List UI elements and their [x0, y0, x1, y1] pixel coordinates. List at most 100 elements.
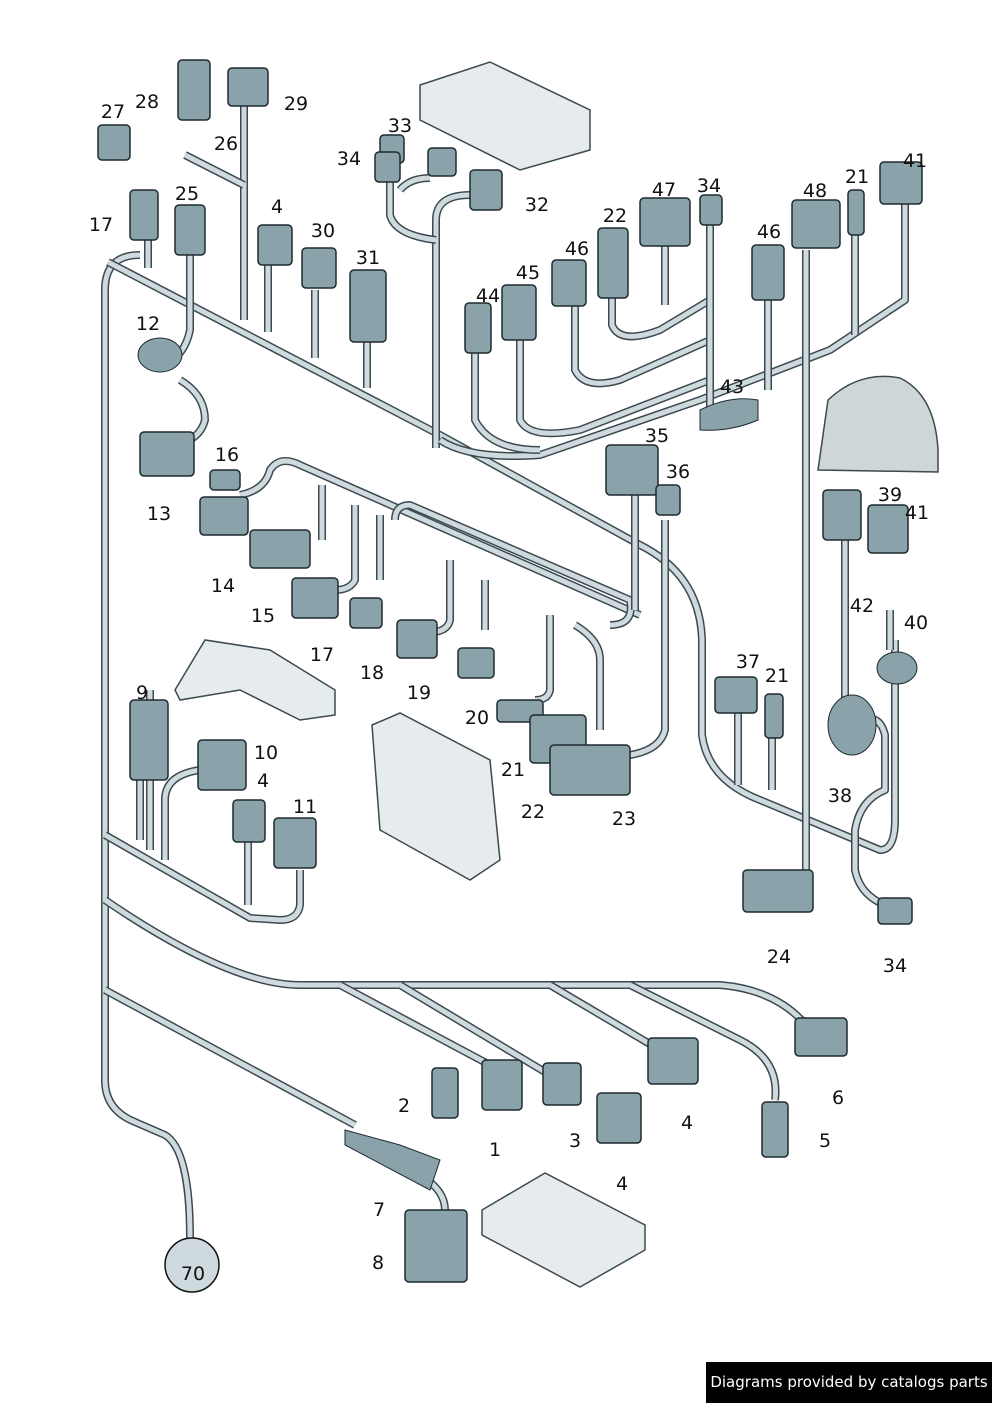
connector — [177, 59, 211, 121]
control-unit-middle — [371, 712, 501, 881]
part-label-46: 46 — [564, 238, 590, 260]
part-label-14: 14 — [210, 575, 236, 597]
connector — [481, 1059, 523, 1111]
part-label-20: 20 — [464, 707, 490, 729]
wire — [438, 200, 908, 459]
connector — [209, 469, 241, 491]
wire — [398, 175, 431, 192]
connector — [867, 504, 909, 554]
part-label-27: 27 — [100, 101, 126, 123]
grommet-7 — [344, 1129, 441, 1191]
connector — [227, 67, 269, 107]
part-label-39: 39 — [877, 484, 903, 506]
credit-banner: Diagrams provided by catalogs parts — [706, 1362, 992, 1403]
connector — [129, 699, 169, 781]
connector — [197, 739, 247, 791]
part-label-37: 37 — [735, 651, 761, 673]
connector — [291, 577, 339, 619]
part-label-43: 43 — [719, 376, 745, 398]
part-label-34: 34 — [882, 955, 908, 977]
part-label-33: 33 — [387, 115, 413, 137]
connector — [501, 284, 537, 341]
part-label-4: 4 — [680, 1112, 694, 1134]
part-label-19: 19 — [406, 682, 432, 704]
wire — [398, 982, 552, 1078]
wire — [103, 897, 812, 1032]
connector — [597, 227, 629, 299]
part-label-26: 26 — [213, 133, 239, 155]
wire — [239, 458, 642, 618]
part-label-17: 17 — [309, 644, 335, 666]
wire — [517, 340, 711, 436]
connector — [879, 161, 923, 205]
connector — [549, 744, 631, 796]
connector — [847, 189, 865, 236]
wire — [629, 520, 668, 758]
part-label-34: 34 — [336, 148, 362, 170]
part-label-42: 42 — [849, 595, 875, 617]
wire — [103, 832, 303, 923]
connector — [396, 619, 438, 659]
part-label-4: 4 — [615, 1173, 629, 1195]
connector — [822, 489, 862, 541]
wire-outline — [774, 250, 810, 899]
connector — [174, 204, 206, 256]
wire — [548, 982, 662, 1053]
wire-outline — [334, 505, 359, 594]
wire — [338, 982, 492, 1068]
wire — [387, 150, 437, 243]
wire — [434, 560, 453, 635]
part-label-35: 35 — [644, 425, 670, 447]
connector — [655, 484, 681, 516]
part-label-22: 22 — [520, 801, 546, 823]
connector — [404, 1209, 468, 1283]
connector — [232, 799, 266, 843]
control-unit-top — [419, 61, 591, 171]
connector — [374, 151, 401, 183]
wire-outline — [103, 831, 304, 924]
connector — [551, 259, 587, 307]
reference-circle-70 — [164, 1237, 220, 1293]
part-label-12: 12 — [135, 313, 161, 335]
part-label-16: 16 — [214, 444, 240, 466]
wire — [433, 192, 471, 448]
connector — [764, 693, 784, 739]
part-label-21: 21 — [844, 166, 870, 188]
grommet-43 — [699, 398, 759, 431]
connector — [427, 147, 457, 177]
connector — [431, 1067, 459, 1119]
connector — [761, 1101, 789, 1158]
part-label-10: 10 — [253, 742, 279, 764]
connector — [791, 199, 841, 249]
part-label-40: 40 — [903, 612, 929, 634]
part-label-47: 47 — [651, 179, 677, 201]
connector — [257, 224, 293, 266]
part-label-28: 28 — [134, 91, 160, 113]
part-label-34: 34 — [696, 175, 722, 197]
connector — [273, 817, 317, 869]
part-label-31: 31 — [355, 247, 381, 269]
wire — [852, 716, 888, 908]
wire — [103, 987, 357, 1128]
part-label-21: 21 — [764, 665, 790, 687]
part-label-8: 8 — [371, 1252, 385, 1274]
part-label-17: 17 — [88, 214, 114, 236]
connector — [742, 869, 814, 913]
part-label-2: 2 — [397, 1095, 411, 1117]
part-label-13: 13 — [146, 503, 172, 525]
wire — [572, 305, 712, 386]
part-label-45: 45 — [515, 262, 541, 284]
part-label-25: 25 — [174, 183, 200, 205]
lamp-housing — [817, 375, 939, 473]
part-label-15: 15 — [250, 605, 276, 627]
part-label-23: 23 — [611, 808, 637, 830]
part-label-48: 48 — [802, 180, 828, 202]
wire — [106, 259, 898, 853]
wire — [534, 615, 553, 703]
connector — [349, 269, 387, 343]
wire — [774, 250, 809, 898]
connector — [596, 1092, 642, 1144]
grommet-40 — [876, 651, 918, 685]
